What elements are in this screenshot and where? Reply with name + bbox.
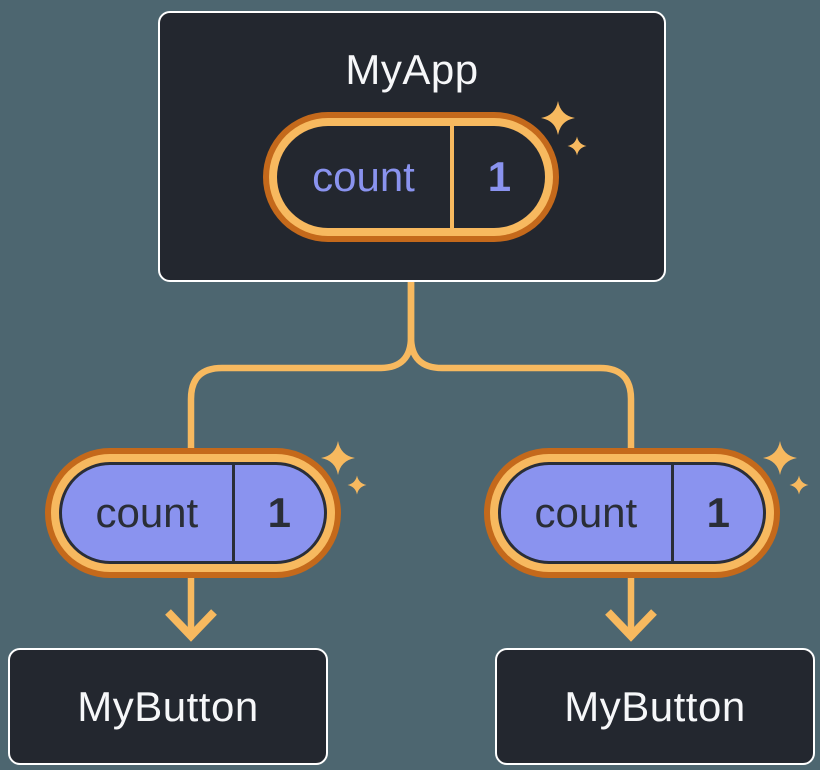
prop-pill-value: 1 [267,489,292,536]
state-pill: count 1 [263,112,559,242]
node-title: MyApp [345,46,479,93]
fork-connector [187,282,635,455]
pill-divider [670,465,674,561]
prop-pill-label: count [534,489,638,536]
sparkle-icon [541,101,587,156]
mybutton-node-right: MyButton [495,648,815,765]
arrow-down-icon [605,572,657,642]
prop-pill-label: count [95,489,199,536]
prop-pill-left: count 1 [45,448,341,578]
mybutton-node-left: MyButton [8,648,328,765]
arrow-down-icon [165,572,217,642]
node-title: MyButton [77,682,259,730]
pill-divider [449,126,454,228]
sparkle-icon [763,441,809,495]
state-pill-label: count [312,153,415,200]
node-title: MyButton [564,682,746,730]
prop-pill-right: count 1 [484,448,780,578]
pill-divider [231,465,235,561]
sparkle-icon [321,441,367,495]
state-pill-value: 1 [487,153,512,200]
prop-pill-value: 1 [706,489,731,536]
